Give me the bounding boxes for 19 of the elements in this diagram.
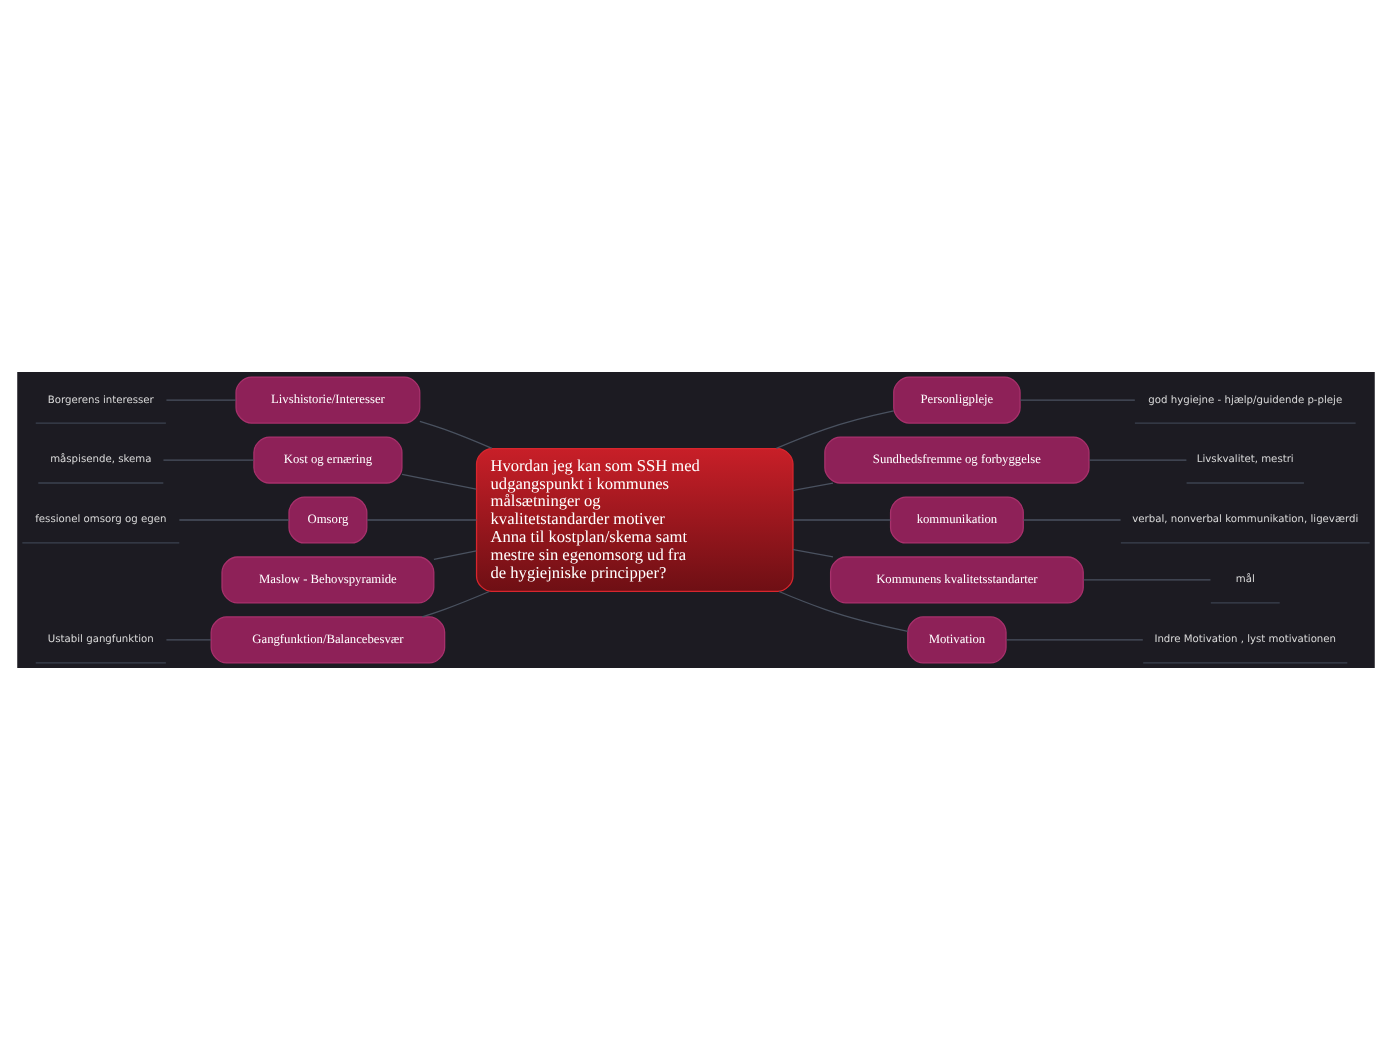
connector (419, 420, 493, 450)
connector (775, 410, 895, 450)
connector (792, 519, 892, 521)
connector (401, 473, 477, 490)
connector (162, 459, 255, 461)
connector (366, 519, 478, 521)
connector (792, 548, 834, 558)
connector (1005, 639, 1144, 641)
connector (792, 482, 834, 492)
connector (178, 519, 290, 521)
connector (433, 550, 477, 560)
connector (1088, 459, 1188, 461)
connector (778, 590, 909, 632)
connector (1082, 579, 1212, 581)
connector (165, 399, 237, 401)
connector (165, 639, 212, 641)
connector (1019, 399, 1136, 401)
connector (421, 590, 490, 618)
connector (1022, 519, 1122, 521)
